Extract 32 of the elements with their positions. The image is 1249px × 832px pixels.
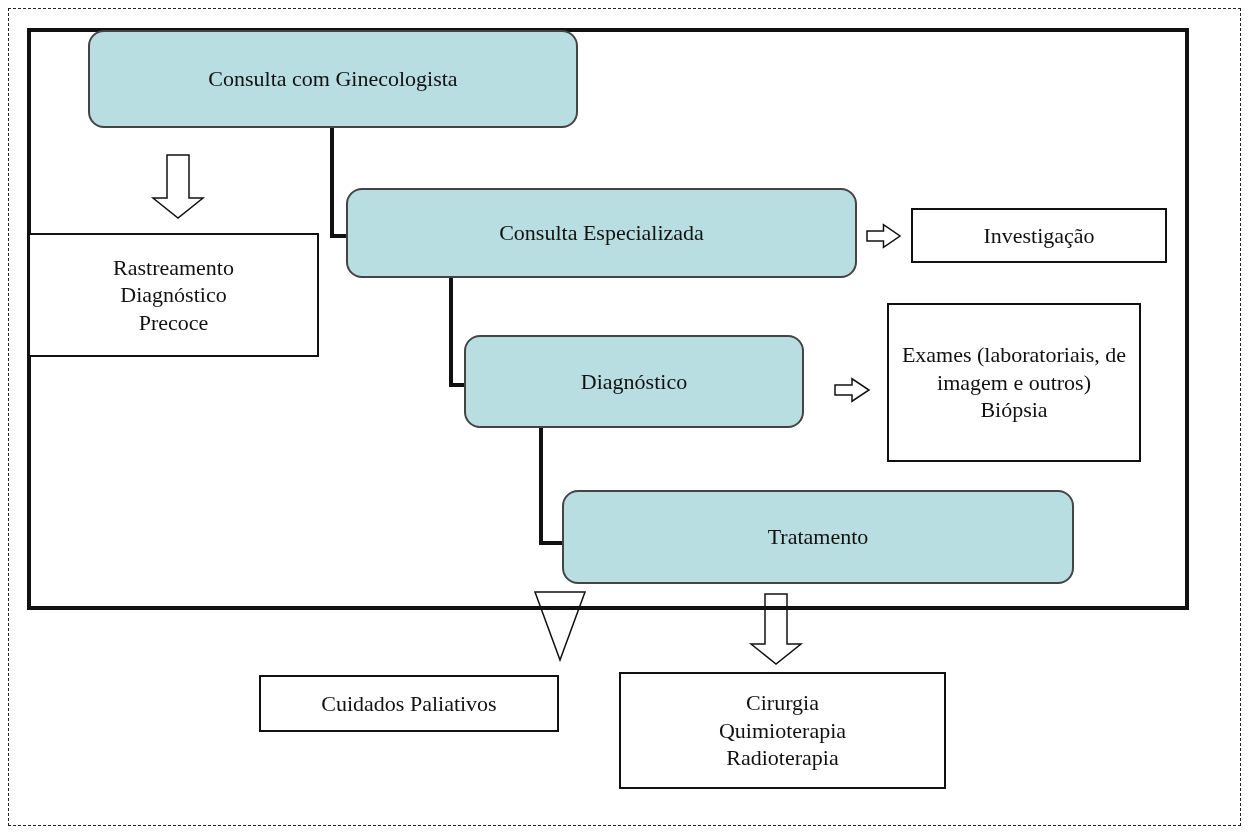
- text-box: [911, 208, 1167, 263]
- text-box: [887, 303, 1141, 462]
- box-label: Quimioterapia: [718, 716, 847, 745]
- text-box: [619, 672, 946, 789]
- box-label: Diagnóstico: [120, 281, 227, 309]
- box-label: Consulta com Ginecologista: [208, 65, 458, 93]
- block-arrow: [866, 223, 902, 249]
- connector-line: [539, 428, 562, 545]
- box-label: Diagnóstico: [580, 367, 688, 396]
- box-label: Tratamento: [767, 523, 869, 551]
- box-label: Cirurgia: [746, 689, 819, 717]
- connector-line: [449, 278, 464, 387]
- box-label: Precoce: [138, 308, 209, 337]
- box-label: Cuidados Paliativos: [321, 689, 497, 718]
- box-label: Exames (laboratoriais, de imagem e outros): [900, 341, 1128, 397]
- triangle-arrow: [533, 591, 587, 663]
- block-arrow: [748, 593, 804, 665]
- connector-line: [330, 128, 346, 238]
- text-box: [28, 233, 319, 357]
- box-label: Biópsia: [980, 396, 1048, 424]
- frame-box: [27, 28, 1189, 610]
- process-box: [562, 490, 1074, 584]
- box-label: Rastreamento: [113, 253, 234, 282]
- process-box: [464, 335, 804, 428]
- block-arrow: [150, 154, 206, 219]
- text-box: [259, 675, 559, 732]
- box-label: Investigação: [983, 221, 1095, 250]
- process-box: [88, 30, 578, 128]
- block-arrow: [834, 377, 871, 403]
- box-label: Radioterapia: [726, 744, 839, 772]
- box-label: Consulta Especializada: [499, 219, 704, 247]
- process-box: [346, 188, 857, 278]
